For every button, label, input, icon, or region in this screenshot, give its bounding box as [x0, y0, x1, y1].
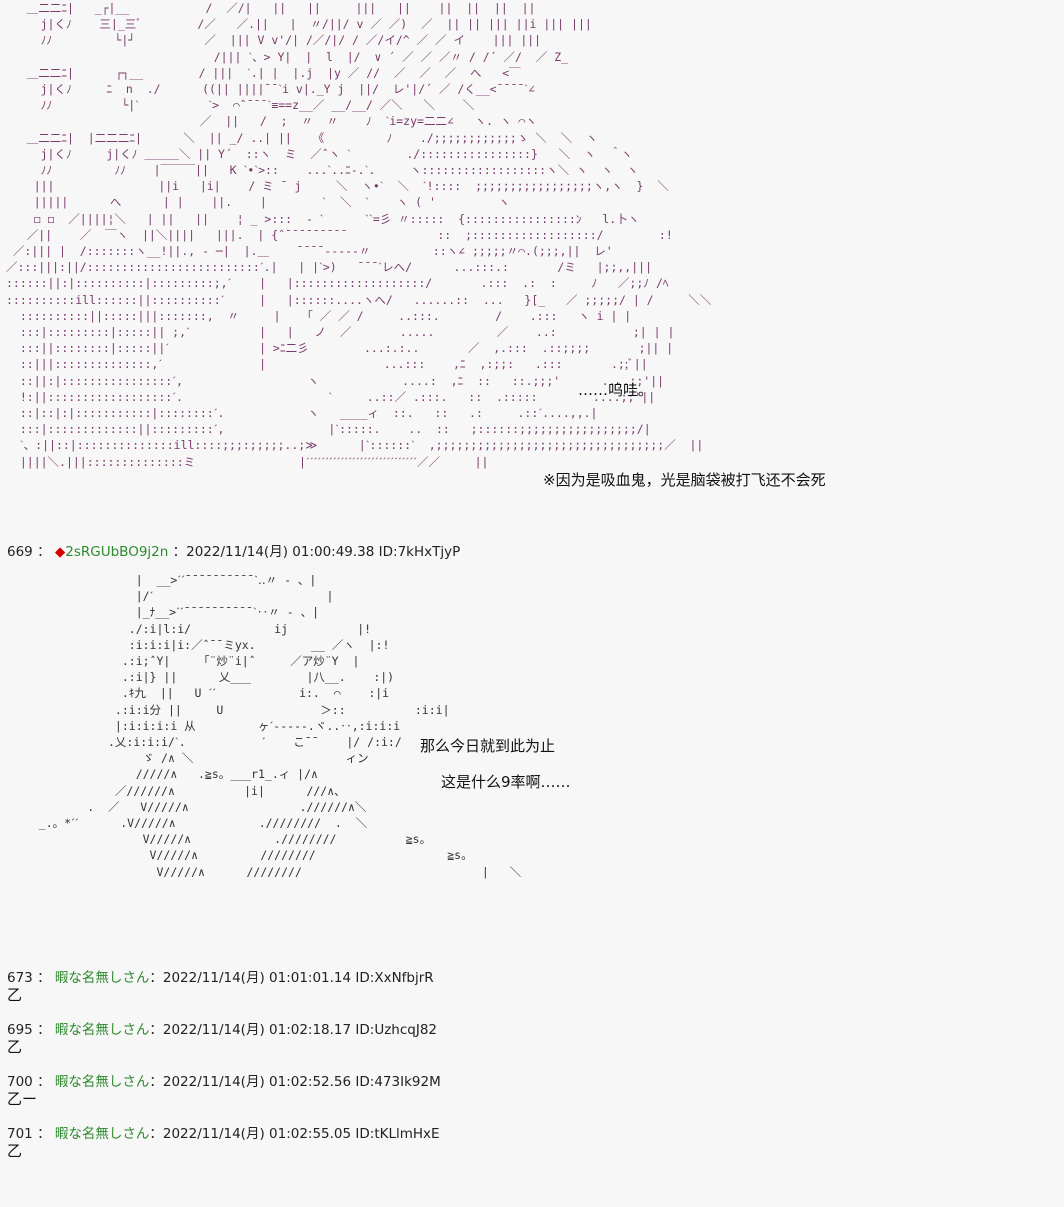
- post-header-669: 669 ： ◆2sRGUbBO9j2n ：2022/11/14(月) 01:00…: [7, 540, 460, 560]
- poster-name: 暇な名無しさん: [54, 970, 150, 986]
- dialogue-line-probability: 这是什么9率啊……: [441, 773, 571, 791]
- post-separator: ：: [37, 544, 51, 560]
- poster-name: 暇な名無しさん: [54, 1022, 150, 1038]
- post-number[interactable]: 673: [7, 970, 33, 986]
- post-body-700: 乙ー: [7, 1090, 38, 1108]
- post-body-673: 乙: [7, 986, 23, 1004]
- post-header-700: 700 ： 暇な名無しさん：2022/11/14(月) 01:02:52.56 …: [7, 1070, 441, 1090]
- post-separator: ：: [32, 1126, 51, 1142]
- post-date-id: ：2022/11/14(月) 01:02:52.56 ID:473Ik92M: [149, 1074, 441, 1090]
- post-number[interactable]: 701: [7, 1126, 33, 1142]
- post-separator: ：: [32, 1022, 51, 1038]
- trip-diamond-icon: ◆: [54, 544, 66, 560]
- post-header-701: 701 ： 暇な名無しさん：2022/11/14(月) 01:02:55.05 …: [7, 1122, 440, 1142]
- post-body-701: 乙: [7, 1142, 23, 1160]
- post-date-id: ：2022/11/14(月) 01:02:55.05 ID:tKLlmHxE: [149, 1126, 440, 1142]
- dialogue-line-end-today: 那么今日就到此为止: [420, 737, 556, 755]
- post-date-id: ：2022/11/14(月) 01:02:18.17 ID:UzhcqJ82: [149, 1022, 438, 1038]
- ascii-art-panel-2: | __>ˊˊ¯¯¯¯¯¯¯¯¯¯ˋ‥〃 ‐ 、| |/ˊ | |_ﾅ__>ˊˊ…: [38, 573, 522, 879]
- post-number[interactable]: 700: [7, 1074, 33, 1090]
- poster-name: 暇な名無しさん: [54, 1074, 150, 1090]
- post-header-673: 673 ： 暇な名無しさん：2022/11/14(月) 01:01:01.14 …: [7, 966, 434, 986]
- post-number[interactable]: 695: [7, 1022, 33, 1038]
- poster-trip: 2sRGUbBO9j2n: [65, 544, 169, 560]
- post-body-695: 乙: [7, 1038, 23, 1056]
- post-number[interactable]: 669: [7, 544, 33, 560]
- post-date-id: ：2022/11/14(月) 01:00:49.38 ID:7kHxTjyP: [172, 544, 461, 560]
- post-separator: ：: [32, 1074, 51, 1090]
- ascii-art-panel-1: ＿二二ﾆ| _┌|__ / ／/| || || ||| || || || || …: [6, 1, 712, 469]
- post-header-695: 695 ： 暇な名無しさん：2022/11/14(月) 01:02:18.17 …: [7, 1018, 437, 1038]
- narration-note-vampire: ※因为是吸血鬼，光是脑袋被打飞还不会死: [543, 471, 826, 489]
- poster-name: 暇な名無しさん: [54, 1126, 150, 1142]
- post-date-id: ：2022/11/14(月) 01:01:01.14 ID:XxNfbjrR: [149, 970, 434, 986]
- post-separator: ：: [32, 970, 51, 986]
- dialogue-line-wah: ……呜哇。: [578, 381, 654, 399]
